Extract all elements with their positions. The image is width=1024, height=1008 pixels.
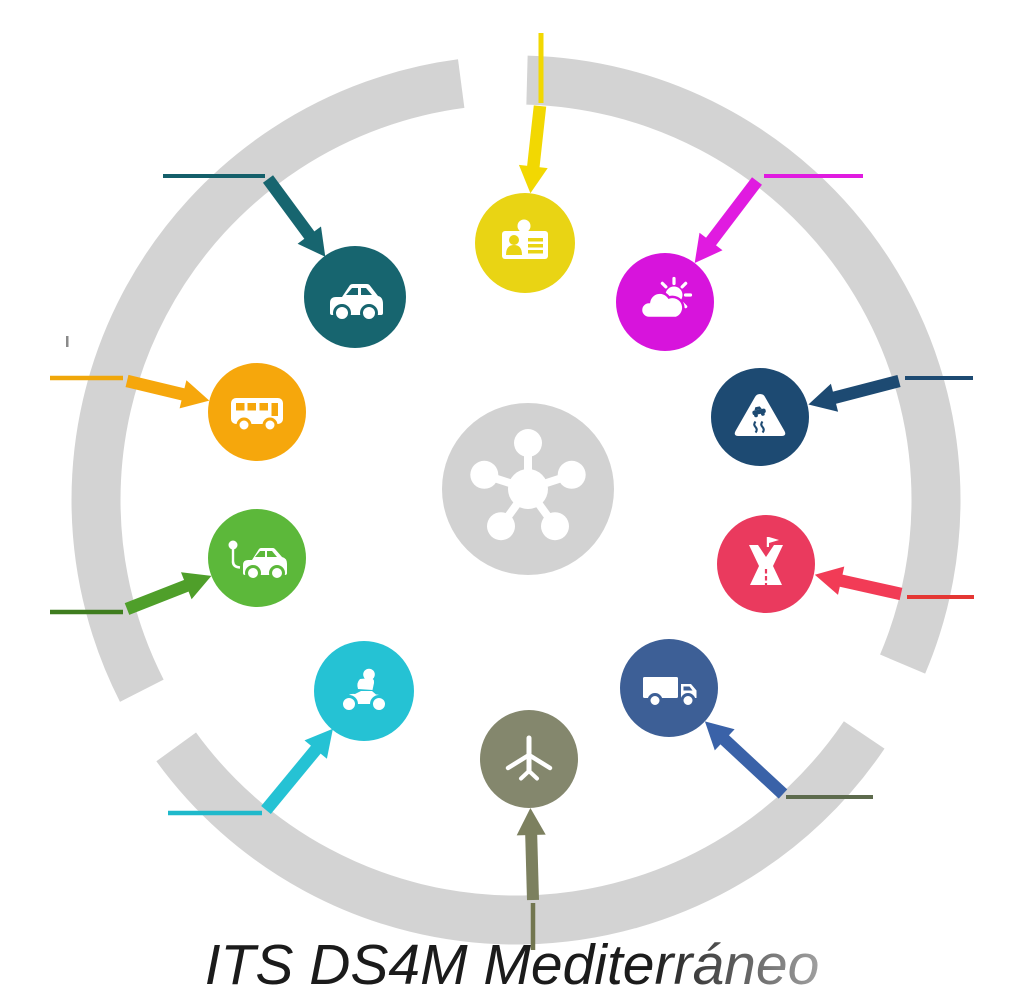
car-arrow: [262, 175, 326, 257]
electric-car-icon: [228, 540, 287, 581]
slippery-road-icon: [734, 394, 786, 436]
diagram-title: ITS DS4M Mediterráneo: [205, 933, 820, 997]
node-airplane: [480, 710, 578, 808]
bus-arrow: [125, 374, 210, 409]
id-card-icon: [502, 219, 548, 259]
node-motorcycle: [314, 641, 414, 741]
hub: [442, 403, 614, 575]
ring: [71, 55, 961, 945]
node-id-card: [475, 193, 575, 293]
node-truck: [620, 639, 718, 737]
weather-arrow: [694, 177, 762, 263]
node-car: [304, 246, 406, 348]
truck-icon: [643, 677, 697, 708]
airplane-icon: [505, 735, 553, 781]
ring-segment-left: [71, 59, 465, 702]
road-fork-icon: [749, 537, 783, 585]
ring-segment-bottom: [156, 721, 885, 945]
road-fork-arrow: [814, 566, 903, 601]
car-icon: [330, 284, 383, 322]
sun-cloud-icon: [639, 276, 693, 320]
node-road-fork: [717, 515, 815, 613]
electric-car-arrow: [124, 572, 212, 615]
airplane-arrow: [516, 808, 546, 901]
network-hub-icon: [470, 429, 586, 541]
stray-mark: [66, 336, 69, 347]
id-card-arrow: [518, 105, 548, 194]
node-weather: [616, 253, 714, 351]
node-bus: [208, 363, 306, 461]
node-slippery-road: [711, 368, 809, 466]
truck-arrow: [704, 721, 788, 799]
ring-segment-right: [526, 55, 961, 674]
motorcycle-arrow: [261, 728, 333, 814]
slippery-road-arrow: [808, 374, 901, 412]
bus-icon: [231, 398, 283, 433]
node-electric-car: [208, 509, 306, 607]
motorcycle-icon: [340, 668, 388, 713]
